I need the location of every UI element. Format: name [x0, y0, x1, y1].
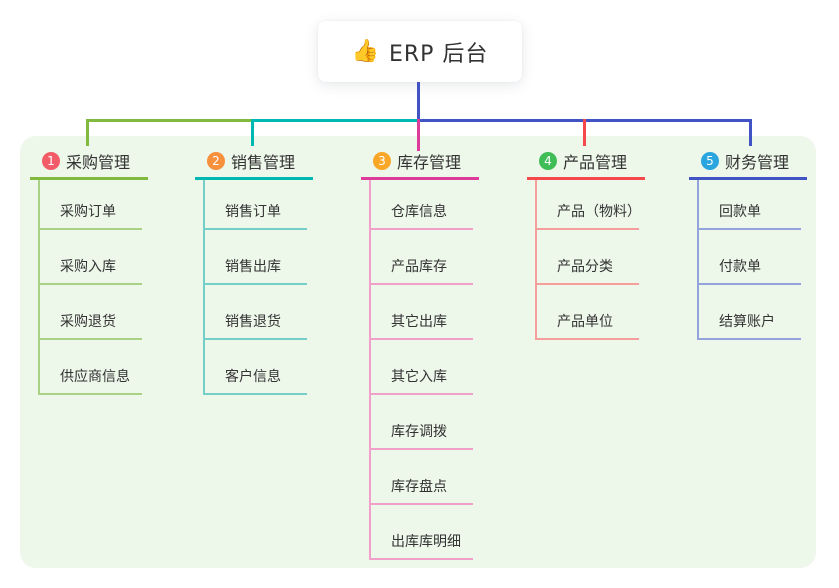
branch-children: 采购订单采购入库采购退货供应商信息 — [38, 180, 142, 395]
branch-children: 仓库信息产品库存其它出库其它入库库存调拨库存盘点出库库明细 — [369, 180, 473, 560]
child-node[interactable]: 其它出库 — [371, 285, 473, 340]
thumbs-up-icon: 👍 — [351, 39, 380, 64]
branch-number-badge: 4 — [539, 151, 557, 170]
child-node[interactable]: 出库库明细 — [371, 505, 473, 560]
branch-node-2[interactable]: 2 销售管理 — [195, 146, 313, 180]
connector-line — [417, 119, 420, 151]
branch-label: 财务管理 — [725, 152, 790, 172]
branch-children: 回款单付款单结算账户 — [697, 180, 801, 340]
child-node-label: 采购订单 — [60, 204, 116, 220]
child-node-label: 销售退货 — [225, 314, 281, 330]
branch-children: 产品（物料） 产品分类产品单位 — [535, 180, 641, 340]
branch-label: 库存管理 — [397, 152, 462, 172]
child-node-label: 其它出库 — [391, 314, 447, 330]
branch-number-badge: 5 — [701, 151, 719, 170]
child-node-label: 其它入库 — [391, 369, 447, 385]
branch-label: 销售管理 — [231, 152, 296, 172]
child-node-label: 结算账户 — [719, 314, 775, 330]
branch-node-1[interactable]: 1 采购管理 — [30, 146, 148, 180]
child-node-label: 供应商信息 — [60, 369, 130, 385]
branch-number-badge: 1 — [42, 151, 60, 170]
root-node-label: ERP 后台 — [388, 41, 489, 67]
child-node[interactable]: 采购退货 — [40, 285, 142, 340]
connector-line — [583, 119, 586, 146]
connector-line — [749, 119, 752, 146]
child-node[interactable]: 回款单 — [699, 180, 801, 230]
child-node[interactable]: 库存盘点 — [371, 450, 473, 505]
child-node[interactable]: 销售出库 — [205, 230, 307, 285]
branch-node-4[interactable]: 4 产品管理 — [527, 146, 645, 180]
connector-line — [86, 119, 251, 122]
branch-label: 采购管理 — [66, 152, 131, 172]
child-node[interactable]: 销售退货 — [205, 285, 307, 340]
child-node[interactable]: 客户信息 — [205, 340, 307, 395]
child-node-label: 产品单位 — [557, 314, 613, 330]
connector-line — [86, 119, 89, 146]
child-node[interactable]: 产品库存 — [371, 230, 473, 285]
branch-label: 产品管理 — [563, 152, 628, 172]
child-node[interactable]: 仓库信息 — [371, 180, 473, 230]
child-node-label: 回款单 — [719, 204, 761, 220]
connector-line — [251, 119, 254, 146]
child-node[interactable]: 供应商信息 — [40, 340, 142, 395]
connector-line — [251, 119, 417, 122]
child-node-label: 产品（物料） — [557, 204, 641, 220]
child-node-label: 销售出库 — [225, 259, 281, 275]
branch-children: 销售订单销售出库销售退货客户信息 — [203, 180, 307, 395]
child-node-label: 产品库存 — [391, 259, 447, 275]
child-node-label: 出库库明细 — [391, 534, 461, 550]
child-node[interactable]: 销售订单 — [205, 180, 307, 230]
branch-node-3[interactable]: 3 库存管理 — [361, 146, 479, 180]
child-node-label: 仓库信息 — [391, 204, 447, 220]
child-node-label: 销售订单 — [225, 204, 281, 220]
child-node[interactable]: 结算账户 — [699, 285, 801, 340]
child-node-label: 付款单 — [719, 259, 761, 275]
connector-line — [417, 82, 420, 122]
child-node-label: 库存调拨 — [391, 424, 447, 440]
child-node[interactable]: 产品单位 — [537, 285, 639, 340]
child-node[interactable]: 采购入库 — [40, 230, 142, 285]
branch-node-5[interactable]: 5 财务管理 — [689, 146, 807, 180]
child-node[interactable]: 产品（物料） — [537, 180, 641, 230]
child-node-label: 采购退货 — [60, 314, 116, 330]
branch-number-badge: 2 — [207, 151, 225, 170]
branch-number-badge: 3 — [373, 151, 391, 170]
child-node[interactable]: 付款单 — [699, 230, 801, 285]
child-node-label: 采购入库 — [60, 259, 116, 275]
child-node[interactable]: 产品分类 — [537, 230, 639, 285]
child-node-label: 产品分类 — [557, 259, 613, 275]
root-node[interactable]: 👍 ERP 后台 — [318, 21, 522, 82]
child-node-label: 客户信息 — [225, 369, 281, 385]
child-node[interactable]: 其它入库 — [371, 340, 473, 395]
child-node-label: 库存盘点 — [391, 479, 447, 495]
child-node[interactable]: 采购订单 — [40, 180, 142, 230]
canvas-panel — [20, 136, 816, 568]
child-node[interactable]: 库存调拨 — [371, 395, 473, 450]
